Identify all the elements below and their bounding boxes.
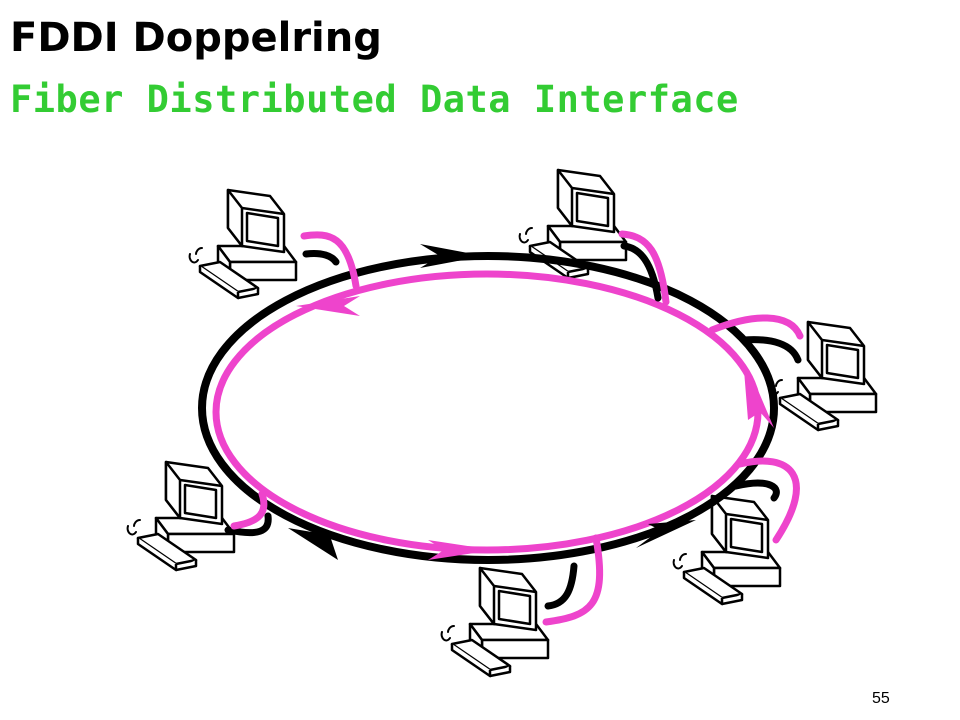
primary-station-links bbox=[224, 242, 802, 610]
arrow-icon bbox=[288, 528, 338, 560]
slide-title: FDDI Doppelring bbox=[10, 15, 382, 61]
arrow-icon bbox=[636, 520, 696, 548]
secondary-ring bbox=[212, 270, 762, 554]
secondary-ring-arrows bbox=[296, 296, 774, 560]
computer-icon bbox=[188, 188, 298, 300]
slide-subtitle: Fiber Distributed Data Interface bbox=[10, 78, 739, 121]
page-number: 55 bbox=[872, 690, 890, 707]
arrow-icon bbox=[420, 244, 484, 268]
arrow-icon bbox=[296, 296, 360, 316]
computer-icon bbox=[126, 460, 236, 572]
primary-ring bbox=[198, 252, 778, 564]
primary-ring-arrows bbox=[288, 244, 696, 560]
computer-icon bbox=[768, 320, 878, 432]
computer-icon bbox=[440, 566, 550, 678]
secondary-station-links bbox=[230, 230, 804, 626]
arrow-icon bbox=[428, 540, 494, 560]
arrow-icon bbox=[744, 370, 774, 428]
